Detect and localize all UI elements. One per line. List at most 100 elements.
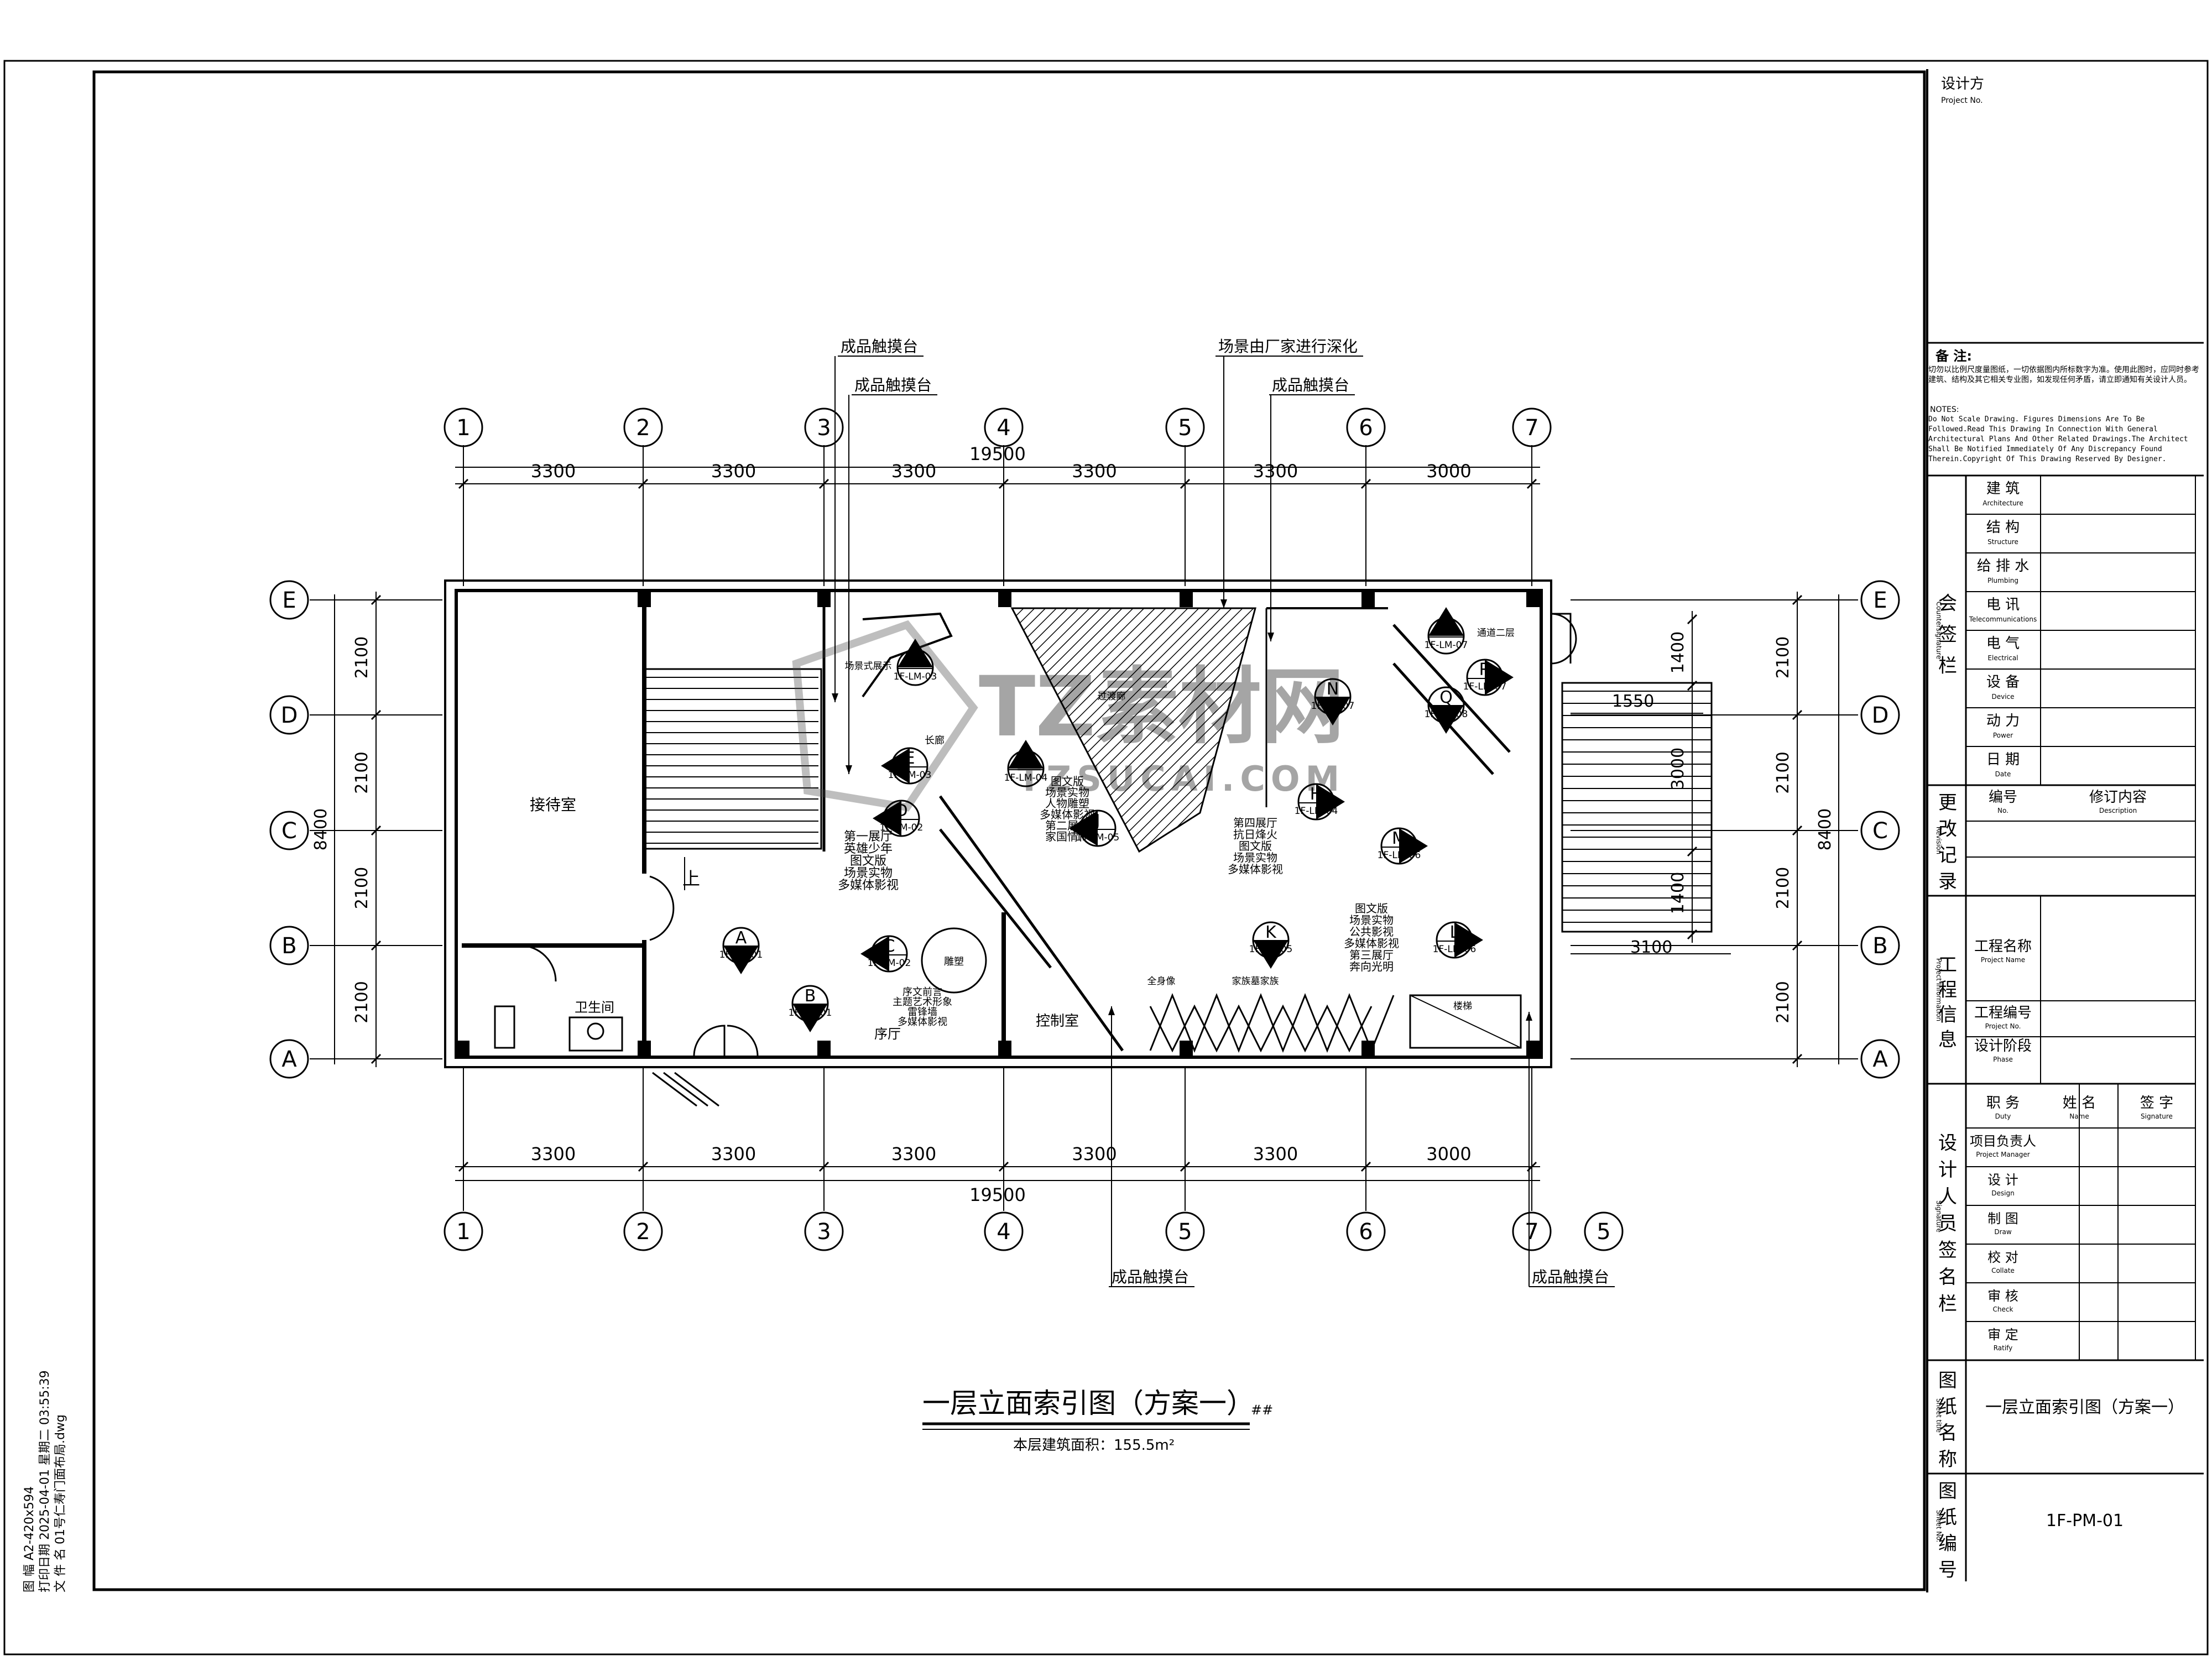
grid-col-label-bottom: 5: [1178, 1219, 1192, 1245]
elevation-marker-r: R1F-LM-07: [1463, 659, 1514, 696]
grid-row-bubble-left: [269, 811, 309, 850]
exhibit-hall3: 图文版: [1355, 902, 1388, 915]
sheet-name-label: 纸: [1938, 1396, 1957, 1418]
room-reception: 接待室: [530, 796, 576, 814]
cosign-row-en: Power: [1993, 732, 2013, 739]
dimension-total-left: 8400: [311, 808, 331, 850]
elevation-marker-letter: G: [1019, 751, 1032, 771]
dimension-total-bottom: 19500: [969, 1184, 1026, 1205]
dimension-value: 3300: [711, 1143, 756, 1164]
callout-top: 成品触摸台: [841, 337, 918, 356]
grid-col-label-bottom: 4: [997, 1219, 1010, 1245]
elevation-marker-c: C1F-LM-02: [860, 935, 911, 973]
callout-top: 场景由厂家进行深化: [1218, 337, 1358, 356]
sign-head: 姓 名: [2063, 1095, 2096, 1111]
sign-row: 校 对: [1987, 1250, 2018, 1265]
sign-label: 名: [1938, 1266, 1957, 1288]
grid-col-label-bottom: 7: [1525, 1219, 1538, 1245]
sheet-no-label: 纸: [1938, 1506, 1957, 1528]
elevation-marker-code: 1F-LM-02: [868, 958, 911, 969]
print-info: 图 幅 A2-420x594 打印日期 2025-04-01 星期二 03:55…: [23, 1370, 67, 1592]
grid-col-label-top: 3: [817, 415, 831, 441]
exhibit-hall0: 雷锋墙: [907, 1006, 937, 1018]
exhibit-hall2: 场景实物: [1045, 786, 1089, 799]
grid-col-bubble-bottom: [1165, 1211, 1205, 1251]
project-label: 息: [1938, 1029, 1957, 1051]
dimension-value: 3300: [891, 1143, 936, 1164]
grid-row-label-left: B: [281, 933, 296, 959]
room-control: 控制室: [1036, 1013, 1079, 1030]
sign-row: 审 核: [1987, 1288, 2018, 1304]
elevation-marker-letter: B: [805, 986, 816, 1006]
cosign-row: 电 气: [1986, 635, 2020, 652]
sign-en: Signature: [1935, 1200, 1943, 1232]
cosign-en: Countersignature: [1935, 602, 1943, 659]
grid-row-label-left: D: [281, 703, 298, 728]
elevation-marker-letter: Q: [1439, 688, 1453, 707]
elevation-marker-letter: M: [1392, 829, 1406, 848]
dimension-stair-bottom: 3100: [1630, 938, 1672, 957]
sign-row-en: Check: [1993, 1305, 2013, 1313]
elevation-marker-code: 1F-LM-06: [1378, 850, 1421, 861]
grid-col-bubble-bottom: [444, 1211, 483, 1251]
callout-top: 成品触摸台: [1272, 376, 1349, 394]
drawing-title-suffix: ##: [1251, 1402, 1273, 1418]
elevation-marker-h: H1F-LM-04: [1295, 783, 1345, 821]
grid-col-label-top: 1: [456, 415, 470, 441]
grid-row-label-left: E: [282, 588, 296, 613]
grid-row-bubble-left: [269, 926, 309, 965]
sign-head: 职 务: [1986, 1095, 2020, 1111]
elevation-marker-code: 1F-LM-08: [1425, 709, 1468, 720]
notes-label: 备 注:: [1935, 348, 1972, 364]
elevation-marker-code: 1F-LM-04: [1295, 806, 1338, 817]
grid-col-bubble-bottom: [1512, 1211, 1552, 1251]
dimension-value: 3300: [531, 461, 576, 482]
revision-label: 改: [1938, 818, 1957, 840]
stair-up: 上: [682, 868, 700, 889]
exhibit-grid: 家族墓家族: [1232, 976, 1279, 987]
exhibit-small1: 场景式展示: [845, 661, 892, 672]
sign-row: 项目负责人: [1970, 1134, 2036, 1149]
grid-col-bubble-bottom: [984, 1211, 1024, 1251]
dimension-value: 2100: [1773, 636, 1793, 678]
sign-row-en: Design: [1991, 1189, 2014, 1197]
grid-col-bubble-top: [1512, 408, 1552, 447]
sign-row: 审 定: [1987, 1327, 2018, 1343]
elevation-marker-n: N1F-LM-07: [1311, 678, 1354, 725]
sheet-no-label: 编: [1938, 1533, 1957, 1555]
grid-col-label-bottom: 6: [1359, 1219, 1373, 1245]
cosign-row-en: Electrical: [1987, 654, 2018, 662]
dimension-value: 3300: [531, 1143, 576, 1164]
grid-row-bubble-right: [1860, 811, 1900, 850]
cosign-row: 设 备: [1986, 674, 2020, 691]
project-row: 工程名称: [1974, 938, 2032, 955]
watermark-brand: TZ素材网: [979, 659, 1344, 755]
building-walls: [444, 579, 1713, 1107]
exhibit-hall2: 图文版: [1051, 775, 1084, 788]
notes-cn: 切勿以比例尺度量图纸，一切依据图内所标数字为准。使用此图时，应同时参考建筑、结构…: [1928, 365, 2199, 384]
elevation-marker-code: 1F-LM-05: [1076, 832, 1120, 843]
dimension-value: 3000: [1426, 461, 1471, 482]
exhibit-hall4: 抗日烽火: [1233, 828, 1277, 841]
sign-label: 设: [1938, 1132, 1957, 1154]
dimension-stair-top: 1550: [1612, 692, 1654, 711]
elevation-markers: A1F-LM-01B1F-LM-01C1F-LM-02D1F-LM-02E1F-…: [719, 607, 1514, 1032]
sign-row-en: Draw: [1994, 1228, 2012, 1236]
elevation-marker-letter: K: [1265, 923, 1277, 942]
exhibit-round: 雕塑: [944, 956, 964, 968]
dimension-value: 3000: [1668, 748, 1688, 790]
revision-en: Revision: [1935, 827, 1943, 854]
sign-row-en: Collate: [1991, 1267, 2015, 1275]
grid-col-label-top: 6: [1359, 415, 1373, 441]
cosign-row-en: Device: [1991, 693, 2014, 701]
dimension-value: 2100: [1773, 867, 1793, 909]
elevation-marker-letter: N: [1327, 680, 1339, 699]
drawing-title: 一层立面索引图（方案一）: [922, 1387, 1254, 1419]
sign-label: 签: [1938, 1240, 1957, 1262]
sheet-no-label: 号: [1938, 1559, 1957, 1581]
elevation-marker-code: 1F-LM-03: [894, 671, 937, 682]
grid-row-bubble-right: [1860, 926, 1900, 965]
exhibit-hall2: 人物雕塑: [1045, 797, 1089, 810]
room-toilet: 卫生间: [575, 1000, 614, 1015]
